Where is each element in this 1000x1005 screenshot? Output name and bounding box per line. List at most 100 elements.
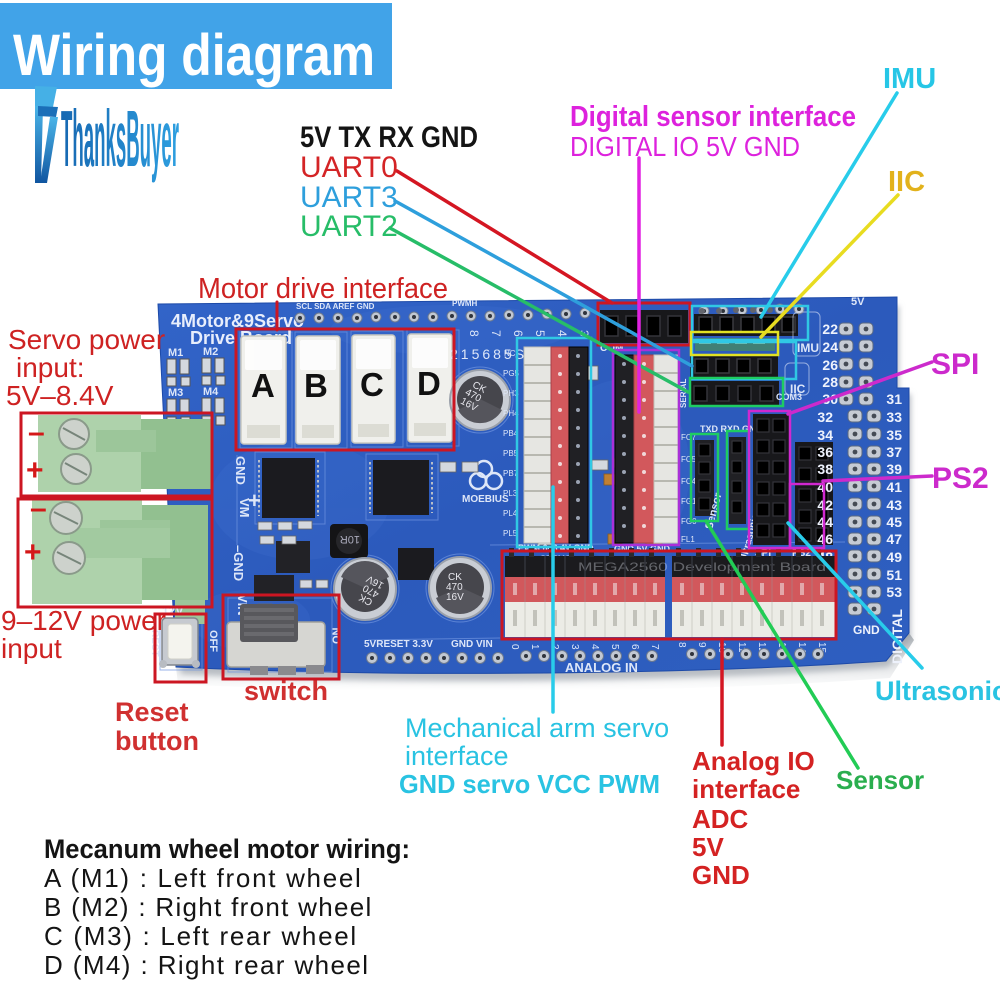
- svg-text:6: 6: [511, 330, 525, 337]
- svg-text:9: 9: [696, 642, 707, 648]
- svg-text:34: 34: [817, 427, 833, 443]
- svg-text:9–12V power: 9–12V power: [1, 605, 166, 636]
- svg-text:M4: M4: [203, 386, 219, 398]
- svg-text:UART0: UART0: [300, 151, 398, 184]
- svg-text:IIC: IIC: [790, 382, 806, 396]
- svg-text:26: 26: [822, 357, 838, 373]
- svg-text:GND VIN: GND VIN: [451, 639, 493, 650]
- svg-text:5V–8.4V: 5V–8.4V: [6, 380, 114, 411]
- svg-text:GND: GND: [233, 456, 248, 485]
- svg-text:B (M2) : Right front wheel: B (M2) : Right front wheel: [44, 892, 373, 922]
- svg-text:+: +: [26, 454, 44, 487]
- svg-text:FC5: FC5: [681, 455, 697, 464]
- svg-text:37: 37: [886, 444, 902, 460]
- svg-text:IIC: IIC: [888, 166, 925, 198]
- svg-text:5V TX RX GND: 5V TX RX GND: [300, 121, 478, 154]
- svg-text:53: 53: [886, 584, 902, 600]
- svg-text:15: 15: [816, 642, 827, 654]
- svg-text:35: 35: [886, 427, 902, 443]
- svg-text:M2: M2: [203, 346, 218, 358]
- svg-text:CK: CK: [448, 572, 462, 583]
- svg-text:PL5: PL5: [503, 529, 518, 538]
- svg-text:PH4: PH4: [503, 409, 519, 418]
- svg-text:28: 28: [822, 374, 838, 390]
- svg-text:Sensor: Sensor: [836, 765, 924, 795]
- svg-text:42: 42: [817, 497, 833, 513]
- svg-text:DIGITAL: DIGITAL: [889, 609, 905, 664]
- svg-text:5VRESET 3.3V: 5VRESET 3.3V: [364, 639, 433, 650]
- svg-text:5: 5: [609, 644, 620, 650]
- svg-text:39: 39: [886, 461, 902, 477]
- svg-text:14: 14: [796, 642, 807, 654]
- svg-text:51: 51: [886, 567, 902, 583]
- svg-text:44: 44: [817, 514, 833, 530]
- svg-text:UART3: UART3: [300, 181, 398, 214]
- svg-text:C (M3) : Left rear wheel: C (M3) : Left rear wheel: [44, 921, 358, 951]
- svg-text:D: D: [417, 365, 441, 402]
- svg-text:49: 49: [886, 549, 902, 565]
- svg-text:8: 8: [467, 330, 481, 337]
- svg-text:DIGITAL IO 5V GND: DIGITAL IO 5V GND: [570, 131, 800, 162]
- svg-text:PL3: PL3: [503, 489, 518, 498]
- svg-text:16V: 16V: [446, 592, 464, 603]
- svg-text:PH3: PH3: [503, 389, 519, 398]
- svg-text:PB7: PB7: [503, 469, 519, 478]
- svg-text:input: input: [1, 633, 62, 664]
- svg-text:Ultrasonic: Ultrasonic: [875, 676, 1000, 706]
- svg-text:Mechanical arm servo: Mechanical arm servo: [405, 713, 669, 743]
- svg-text:Wiring diagram: Wiring diagram: [13, 23, 375, 88]
- svg-text:C: C: [360, 366, 384, 403]
- svg-text:PB5: PB5: [503, 449, 519, 458]
- svg-text:47: 47: [886, 531, 902, 547]
- svg-text:22: 22: [822, 321, 838, 337]
- svg-text:36: 36: [817, 444, 833, 460]
- svg-text:5: 5: [533, 330, 547, 337]
- svg-text:6: 6: [629, 644, 640, 650]
- svg-text:1: 1: [529, 644, 540, 650]
- svg-text:M3: M3: [168, 387, 183, 399]
- svg-text:470: 470: [446, 582, 463, 593]
- svg-text:PWMH: PWMH: [452, 299, 478, 308]
- svg-text:button: button: [115, 726, 199, 756]
- svg-text:VM: VM: [237, 498, 252, 518]
- svg-text:38: 38: [817, 461, 833, 477]
- svg-text:switch: switch: [244, 676, 328, 706]
- svg-text:Reset: Reset: [115, 697, 189, 727]
- svg-text:5V: 5V: [692, 832, 724, 862]
- svg-text:12: 12: [756, 642, 767, 654]
- svg-text:45: 45: [886, 514, 902, 530]
- svg-text:0: 0: [509, 644, 520, 650]
- svg-text:32: 32: [817, 409, 833, 425]
- svg-text:FC4: FC4: [681, 477, 697, 486]
- svg-text:PB4: PB4: [503, 429, 519, 438]
- svg-text:PS2: PS2: [792, 548, 811, 559]
- svg-text:–: –: [28, 416, 45, 449]
- svg-text:4Motor&9Servo: 4Motor&9Servo: [171, 311, 304, 331]
- svg-text:Digital sensor interface: Digital sensor interface: [570, 101, 856, 133]
- svg-text:SCL SDA AREF GND: SCL SDA AREF GND: [296, 302, 375, 311]
- svg-text:Mecanum wheel motor wiring:: Mecanum wheel motor wiring:: [44, 834, 410, 864]
- svg-text:B: B: [304, 367, 328, 404]
- svg-text:+: +: [248, 488, 261, 513]
- svg-text:MOEBIUS: MOEBIUS: [462, 494, 509, 505]
- svg-text:interface: interface: [692, 774, 800, 804]
- svg-text:SPI: SPI: [755, 548, 771, 559]
- svg-text:10R: 10R: [340, 533, 360, 545]
- svg-text:GND: GND: [692, 860, 750, 890]
- svg-text:OFF: OFF: [207, 630, 219, 652]
- svg-text:3: 3: [569, 644, 580, 650]
- svg-text:24: 24: [822, 339, 838, 355]
- svg-text:UART2: UART2: [300, 210, 398, 243]
- svg-text:A: A: [251, 367, 275, 404]
- svg-text:7: 7: [489, 330, 503, 337]
- svg-text:+: +: [24, 536, 42, 569]
- svg-text:41: 41: [886, 479, 902, 495]
- svg-text:PS2: PS2: [932, 462, 989, 495]
- svg-text:FL1: FL1: [681, 535, 695, 544]
- svg-text:SPI: SPI: [931, 348, 979, 381]
- svg-text:8: 8: [676, 642, 687, 648]
- svg-text:13: 13: [776, 642, 787, 654]
- svg-text:4: 4: [555, 330, 569, 337]
- svg-text:46: 46: [817, 531, 833, 547]
- svg-text:NC: NC: [504, 349, 516, 358]
